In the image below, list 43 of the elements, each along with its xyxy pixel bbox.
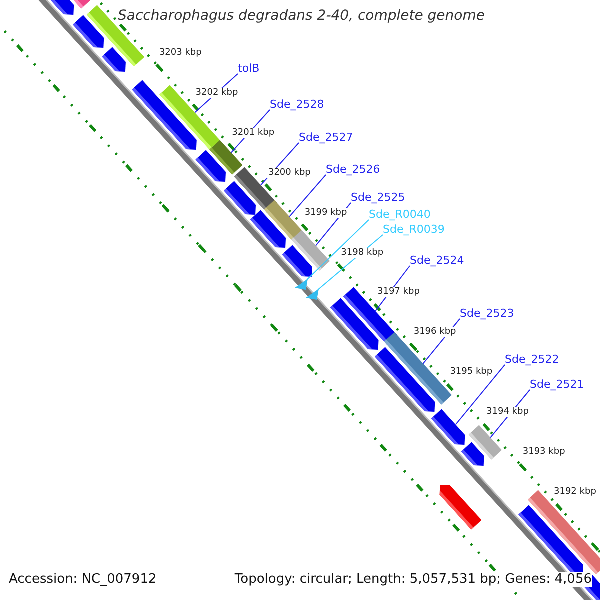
info-text: Accession: NC_007912 — [9, 572, 157, 587]
gene-label: Sde_2527 — [299, 131, 354, 144]
coordinate-label: 3199 kbp — [304, 208, 348, 218]
leader-line — [455, 364, 506, 426]
gene-feature — [440, 485, 482, 530]
gene-feature — [250, 210, 286, 248]
coordinate-label: 3203 kbp — [158, 48, 203, 58]
rna-gene-marker — [306, 289, 319, 300]
leader-line — [289, 174, 326, 218]
gene-label: Sde_R0039 — [383, 223, 445, 236]
gene-label: Sde_2523 — [460, 307, 514, 320]
gene-feature — [50, 0, 74, 15]
gene-feature — [374, 347, 436, 412]
coordinate-label: 3196 kbp — [412, 327, 458, 338]
coordinate-label: 3192 kbp — [553, 487, 598, 498]
info-text: Topology: circular; Length: 5,057,531 bp; Genes: 4,056 — [234, 572, 592, 587]
gene-label: Sde_2522 — [505, 353, 560, 366]
gene-feature — [282, 245, 312, 277]
gene-label: Sde_2528 — [270, 98, 324, 111]
coordinate-label: 3200 kbp — [267, 168, 312, 178]
gene-label: tolB — [238, 62, 260, 75]
coordinate-label: 3202 kbp — [194, 88, 240, 98]
leader-line — [306, 220, 370, 280]
gene-label: Sde_2526 — [326, 163, 380, 176]
rna-gene-marker — [295, 279, 308, 290]
gene-label: Sde_R0040 — [369, 208, 431, 221]
gene-feature — [330, 298, 379, 350]
gene-label: Sde_2524 — [410, 254, 464, 267]
gene-feature — [196, 150, 226, 182]
gene-label: Sde_2521 — [530, 378, 584, 391]
coordinate-label: 3201 kbp — [231, 128, 276, 138]
map-title: Saccharophagus degradans 2-40, complete genome — [118, 8, 485, 24]
gene-feature — [102, 47, 126, 72]
coordinate-label: 3198 kbp — [340, 248, 385, 258]
coordinate-label: 3195 kbp — [449, 367, 494, 378]
gene-label: Sde_2525 — [351, 191, 406, 204]
gene-feature — [461, 442, 484, 466]
gene-feature — [73, 0, 92, 9]
coordinate-label: 3194 kbp — [486, 407, 530, 418]
coordinate-label: 3197 kbp — [376, 287, 421, 298]
gene-feature — [431, 409, 466, 445]
coordinate-label: 3193 kbp — [522, 447, 566, 458]
gene-feature — [224, 181, 256, 215]
